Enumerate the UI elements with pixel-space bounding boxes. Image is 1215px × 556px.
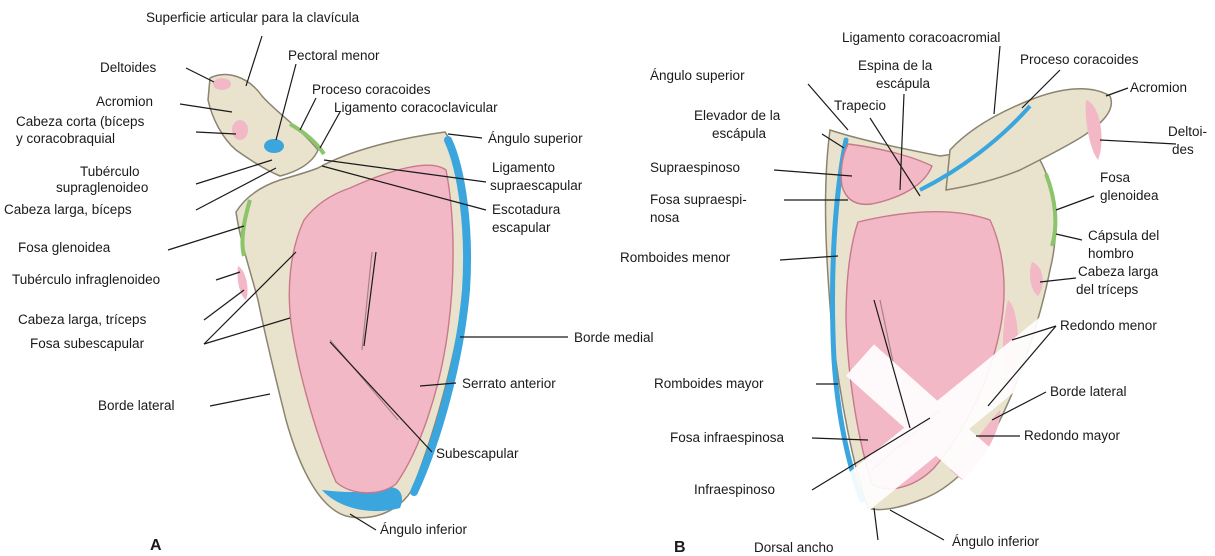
leader-triceps-a (204, 290, 244, 320)
leader-borde-lat-a (210, 394, 270, 406)
biceps-short-attach (232, 120, 248, 140)
leader-deltoides-b (1100, 140, 1176, 144)
label-elevador-2: escápula (712, 126, 767, 141)
label-capsula-1: Cápsula del (1088, 228, 1159, 243)
label-acromion-b: Acromion (1130, 80, 1187, 95)
label-borde-lateral-a: Borde lateral (98, 398, 175, 413)
leader-fosa-glen-a (168, 226, 244, 250)
label-subescapular: Subescapular (436, 446, 519, 461)
label-angulo-superior-a: Ángulo superior (488, 131, 583, 146)
label-escotadura-1: Escotadura (492, 202, 561, 217)
label-fosa-supra-1: Fosa supraespi- (650, 192, 747, 207)
leader-tub-infra (216, 272, 240, 280)
label-angulo-superior-b: Ángulo superior (650, 68, 745, 83)
label-elevador-1: Elevador de la (694, 108, 781, 123)
label-angulo-inferior-a: Ángulo inferior (380, 522, 468, 537)
leader-capsula (1056, 234, 1082, 240)
pectoral-menor-attach (264, 139, 284, 153)
label-redondo-menor: Redondo menor (1060, 318, 1157, 333)
label-escotadura-2: escapular (492, 220, 551, 235)
label-superficie-articular: Superficie articular para la clavícula (146, 10, 360, 25)
label-cabeza-larga-b-2: del tríceps (1076, 282, 1139, 297)
label-fosa-supra-2: nosa (650, 210, 680, 225)
label-fosa-subescapular: Fosa subescapular (30, 336, 145, 351)
label-trapecio: Trapecio (834, 98, 886, 113)
leader-superficie (246, 36, 262, 86)
leader-fosa-glen-b (1056, 196, 1094, 210)
label-infraespinoso: Infraespinoso (694, 482, 775, 497)
panel-label-b: B (674, 539, 686, 556)
label-cabeza-corta-1: Cabeza corta (bíceps (16, 114, 145, 129)
leader-coracoides-a (300, 98, 316, 130)
label-deltoides-b-1: Deltoi- (1168, 124, 1207, 139)
label-ligamento-coracoacromial: Ligamento coracoacromial (842, 30, 1000, 45)
label-cabeza-larga-biceps: Cabeza larga, bíceps (4, 202, 132, 217)
label-espina-2: escápula (876, 76, 931, 91)
panel-label-a: A (150, 537, 162, 554)
label-cabeza-larga-triceps: Cabeza larga, tríceps (18, 312, 147, 327)
label-cabeza-corta-2: y coracobraquial (16, 131, 115, 146)
label-ligamento-supra-1: Ligamento (492, 160, 555, 175)
label-tuberculo-supra-1: Tubérculo (80, 164, 140, 179)
scapula-a-process (208, 75, 318, 176)
leader-tuberculo-supra (196, 160, 272, 184)
label-fosa-glenoidea-a: Fosa glenoidea (18, 240, 111, 255)
label-redondo-mayor: Redondo mayor (1024, 428, 1121, 443)
label-romboides-menor: Romboides menor (620, 250, 731, 265)
triceps-long-attach-a (237, 266, 247, 300)
label-proceso-coracoides-a: Proceso coracoides (312, 82, 431, 97)
label-proceso-coracoides-b: Proceso coracoides (1020, 52, 1139, 67)
label-tuberculo-supra-2: supraglenoideo (56, 180, 148, 195)
label-borde-medial: Borde medial (574, 330, 654, 345)
label-tuberculo-infra: Tubérculo infraglenoideo (12, 272, 160, 287)
label-cabeza-larga-b-1: Cabeza larga (1078, 264, 1159, 279)
label-dorsal-ancho: Dorsal ancho (754, 540, 834, 555)
leader-acromion-b (1106, 88, 1128, 96)
leader-deltoides-a (186, 68, 214, 82)
label-serrato-anterior: Serrato anterior (462, 376, 556, 391)
scapula-anterior-view (208, 75, 467, 518)
label-ligamento-supra-2: supraescapular (490, 178, 583, 193)
label-espina-1: Espina de la (858, 58, 933, 73)
label-acromion-a: Acromion (96, 94, 153, 109)
label-deltoides-b-2: des (1172, 142, 1194, 157)
label-fosa-glenoidea-b-1: Fosa (1100, 170, 1131, 185)
deltoides-attach-a (213, 78, 231, 90)
label-angulo-inferior-b: Ángulo inferior (952, 534, 1040, 549)
label-deltoides-a: Deltoides (100, 60, 157, 75)
leader-dorsal (874, 508, 878, 540)
leader-coracoclav (320, 112, 340, 148)
label-fosa-glenoidea-b-2: glenoidea (1100, 188, 1159, 203)
leader-angulo-inf-b (890, 510, 944, 540)
label-supraespinoso: Supraespinoso (650, 160, 740, 175)
label-borde-lateral-b: Borde lateral (1050, 384, 1127, 399)
leader-lig-coracoacromial (994, 46, 1000, 114)
label-romboides-mayor: Romboides mayor (654, 376, 764, 391)
label-fosa-infra: Fosa infraespinosa (670, 430, 785, 445)
label-pectoral-menor: Pectoral menor (288, 48, 380, 63)
label-capsula-2: hombro (1088, 246, 1134, 261)
leader-angulo-sup-a (448, 134, 482, 138)
label-ligamento-coracoclavicular: Ligamento coracoclavicular (334, 100, 498, 115)
